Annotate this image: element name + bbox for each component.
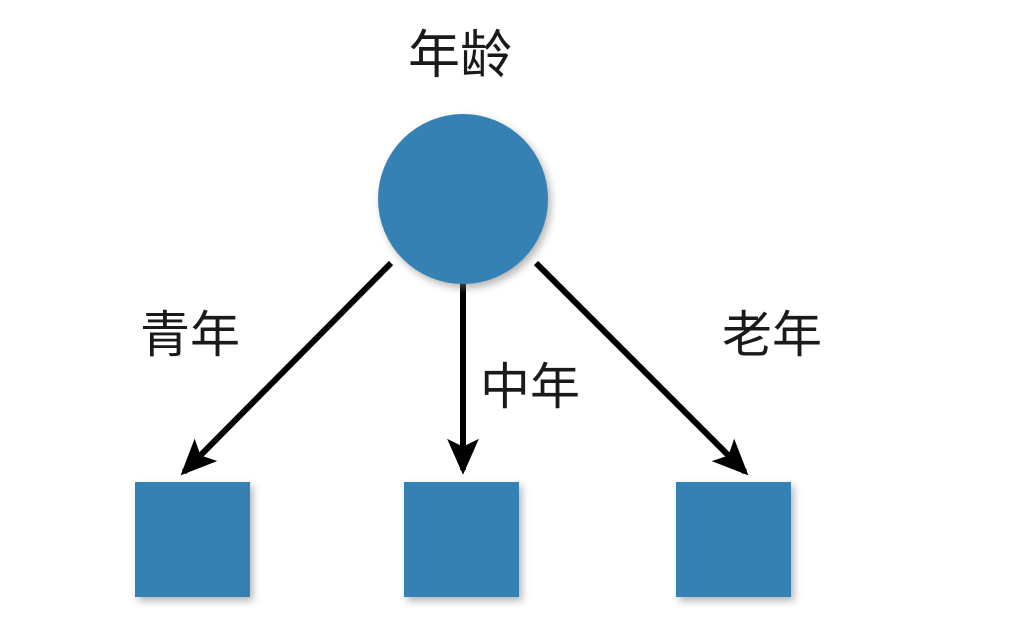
edge-label-young: 青年 — [140, 307, 240, 363]
leaf-node-old[interactable] — [676, 482, 791, 597]
edge-label-old: 老年 — [722, 307, 822, 363]
diagram-title: 年龄 — [408, 27, 513, 85]
leaf-node-middle[interactable] — [404, 482, 519, 597]
edge-line-young — [180, 260, 394, 476]
edge-label-middle: 中年 — [480, 359, 580, 415]
root-node-circle[interactable] — [378, 114, 548, 284]
leaf-node-young[interactable] — [135, 482, 250, 597]
edge-line-old — [533, 260, 749, 476]
